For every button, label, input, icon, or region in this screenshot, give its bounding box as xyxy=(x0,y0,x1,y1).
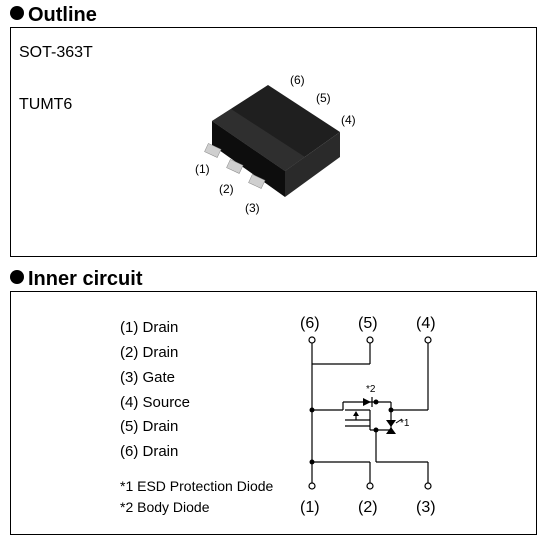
outline-heading: Outline xyxy=(10,4,97,26)
body-diode-symbol xyxy=(363,398,371,406)
pin-legend-4: (4) Source xyxy=(120,394,191,411)
outline-pin-4: (4) xyxy=(341,113,356,127)
pin-legend-3: (3) Gate xyxy=(120,369,176,386)
pin-legend-6: (6) Drain xyxy=(120,443,179,460)
package-top-face xyxy=(212,85,340,171)
outline-pin-3: (3) xyxy=(245,201,260,215)
package-name: TUMT6 xyxy=(19,96,73,113)
package-top-stripe xyxy=(212,109,305,171)
inner-circuit-heading: Inner circuit xyxy=(10,268,142,290)
esd-diode-symbol xyxy=(386,420,396,427)
bullet-icon xyxy=(10,6,24,20)
schematic-pin-1: (1) xyxy=(300,499,320,516)
note-esd: *1 ESD Protection Diode xyxy=(120,478,274,494)
inner-circuit-box xyxy=(10,291,537,535)
outline-pin-6: (6) xyxy=(290,73,305,87)
bullet-icon xyxy=(10,270,24,284)
outline-heading-text: Outline xyxy=(28,4,97,26)
lead-1 xyxy=(204,143,222,158)
schematic-pin-6: (6) xyxy=(300,315,320,332)
inner-circuit-heading-text: Inner circuit xyxy=(28,268,143,290)
outline-box xyxy=(10,27,537,257)
schematic-pin-5: (5) xyxy=(358,315,378,332)
note-body-diode: *2 Body Diode xyxy=(120,499,210,515)
package-code: SOT-363T xyxy=(19,44,93,61)
lead-2 xyxy=(226,159,244,174)
pin-legend-2: (2) Drain xyxy=(120,344,179,361)
lead-3 xyxy=(248,174,266,189)
pin-legend-1: (1) Drain xyxy=(120,319,179,336)
esd-diode-mark: *1 xyxy=(400,418,410,429)
outline-pin-2: (2) xyxy=(219,182,234,196)
pin-legend-5: (5) Drain xyxy=(120,418,179,435)
package-right-face xyxy=(285,132,340,197)
outline-pin-1: (1) xyxy=(195,162,210,176)
body-diode-mark: *2 xyxy=(366,384,376,395)
outline-pin-5: (5) xyxy=(316,91,331,105)
schematic-pin-2: (2) xyxy=(358,499,378,516)
schematic-pin-4: (4) xyxy=(416,315,436,332)
package-left-face xyxy=(212,121,285,197)
package-drawing: (1) (2) (3) (4) (5) (6) xyxy=(195,73,356,215)
schematic-pin-3: (3) xyxy=(416,499,436,516)
